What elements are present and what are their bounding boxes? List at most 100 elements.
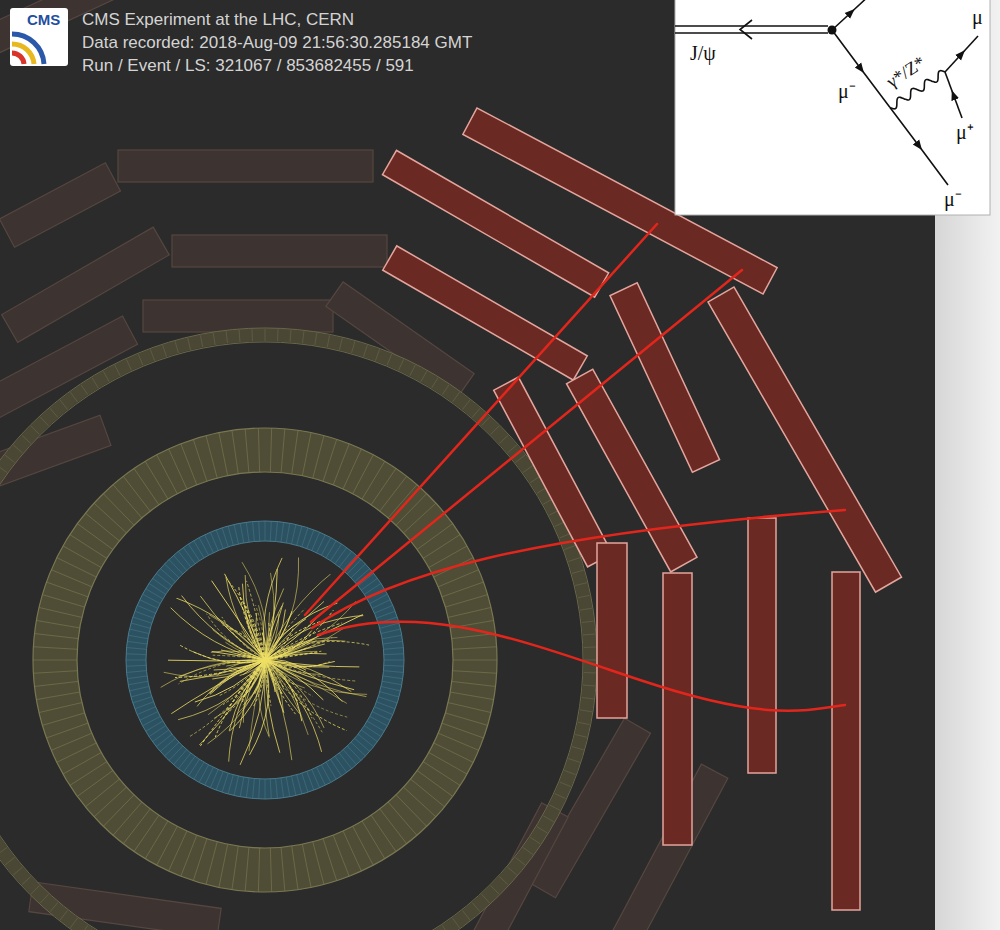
cell-line xyxy=(411,779,445,807)
cell-line xyxy=(381,686,400,690)
cell-line xyxy=(253,779,255,799)
cell-line xyxy=(265,521,266,541)
cell-line xyxy=(35,681,79,686)
cell-line xyxy=(0,465,7,472)
cell-line xyxy=(245,847,249,891)
feynman-inset xyxy=(675,0,990,215)
cell-line xyxy=(174,555,187,570)
cell-line xyxy=(85,513,119,541)
cell-line xyxy=(453,671,497,674)
muon-chamber xyxy=(2,227,170,342)
cell-line xyxy=(564,770,575,774)
tracker-ring-cells xyxy=(126,521,404,799)
tracker-track xyxy=(265,557,299,660)
cell-line xyxy=(323,839,337,881)
cell-line xyxy=(302,528,308,547)
tracker-track xyxy=(221,650,265,660)
cell-line xyxy=(286,523,290,543)
cell-line xyxy=(347,746,361,760)
cell-line xyxy=(450,692,493,700)
cell-line xyxy=(129,629,148,633)
cell-line xyxy=(77,524,113,550)
tracker-track xyxy=(212,581,265,660)
cell-line xyxy=(442,582,483,597)
cell-line xyxy=(388,802,417,835)
cell-line xyxy=(364,726,381,737)
muon-chamber-hit xyxy=(663,573,692,845)
cell-line xyxy=(138,354,143,365)
cell-line xyxy=(376,611,395,618)
tracker-ring-edge xyxy=(146,541,384,779)
cell-line xyxy=(582,621,594,622)
tracker-track xyxy=(265,610,334,660)
cell-line xyxy=(410,365,415,376)
cell-line xyxy=(462,400,469,409)
cell-line xyxy=(291,776,295,795)
cell-line xyxy=(222,528,228,547)
cell-line xyxy=(335,756,347,772)
outer-ring-edge xyxy=(0,328,597,930)
cell-line xyxy=(302,844,311,887)
cell-line xyxy=(178,753,190,769)
cell-line xyxy=(453,647,497,650)
cell-line xyxy=(129,686,148,690)
cell-line xyxy=(317,767,326,785)
cell-line xyxy=(578,595,590,597)
cell-line xyxy=(240,523,244,543)
cell-line xyxy=(333,835,349,876)
cell-line xyxy=(290,330,292,342)
cell-line xyxy=(160,569,175,582)
cell-line xyxy=(94,787,126,817)
cell-line xyxy=(146,589,163,599)
cell-line xyxy=(188,544,199,561)
cell-line xyxy=(491,426,499,434)
muon-chamber-hit xyxy=(748,518,776,773)
cell-line xyxy=(442,385,449,395)
cell-line xyxy=(50,408,58,417)
cell-line xyxy=(530,837,540,844)
cell-line xyxy=(353,455,374,494)
cell-line xyxy=(580,608,592,610)
tracker-track xyxy=(173,597,265,660)
cell-line xyxy=(134,815,159,851)
cell-line xyxy=(42,713,84,725)
cell-line xyxy=(169,746,183,760)
tracker-track xyxy=(227,579,265,660)
cell-line xyxy=(302,331,303,343)
cell-line xyxy=(149,583,166,594)
cell-line xyxy=(153,578,169,590)
cell-line xyxy=(210,532,218,550)
cell-line xyxy=(70,392,77,402)
cell-line xyxy=(555,794,566,799)
cell-line xyxy=(131,623,150,628)
cell-line xyxy=(442,925,449,930)
cell-line xyxy=(339,753,351,769)
cell-line xyxy=(445,595,487,607)
cell-line xyxy=(404,503,436,533)
cell-line xyxy=(462,911,469,920)
cell-line xyxy=(165,564,179,578)
cell-line xyxy=(265,329,266,341)
cell-line xyxy=(145,461,168,499)
muon-chamber xyxy=(172,235,387,267)
calorimeter-ring xyxy=(55,450,475,870)
cell-line xyxy=(252,329,253,341)
cell-line xyxy=(33,671,77,674)
cell-line xyxy=(361,730,377,742)
particle-label: μ⁺ xyxy=(956,121,974,144)
cell-line xyxy=(382,635,402,639)
tracker-track xyxy=(228,660,265,710)
muon-chamber-hit xyxy=(708,287,901,592)
cell-line xyxy=(508,867,517,875)
tracker-track xyxy=(265,660,324,728)
cell-line xyxy=(126,359,131,370)
cell-line xyxy=(380,623,399,628)
cell-line xyxy=(568,558,579,562)
header-text-holder: Run / Event / LS: 321067 / 853682455 / 5… xyxy=(82,56,414,76)
cell-line xyxy=(33,660,77,661)
cell-line xyxy=(355,738,370,751)
cell-line xyxy=(22,435,31,443)
cell-line xyxy=(312,769,320,787)
tracker-track xyxy=(215,660,265,737)
cell-line xyxy=(516,455,525,462)
